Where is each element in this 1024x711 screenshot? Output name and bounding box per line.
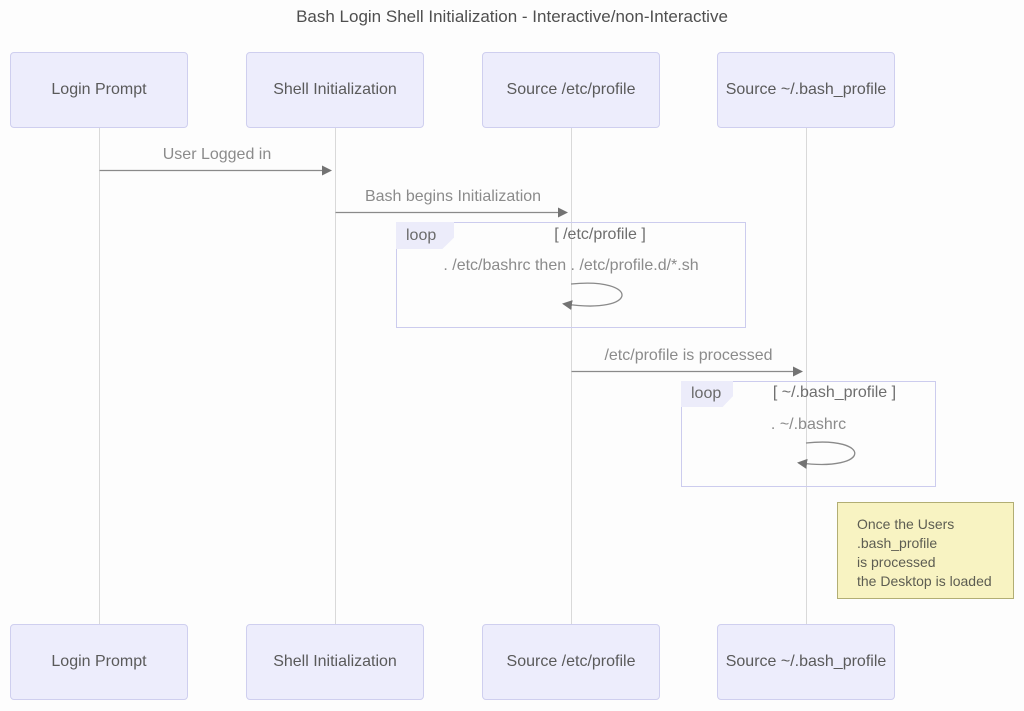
actor-bottom-shell-initialization: Shell Initialization [246, 624, 424, 700]
actor-top-source-etc-profile: Source /etc/profile [482, 52, 660, 128]
message-label-etc-profile-processed: /etc/profile is processed [604, 347, 773, 364]
diagram-title: Bash Login Shell Initialization - Intera… [296, 7, 728, 26]
actor-bottom-source-etc-profile: Source /etc/profile [482, 624, 660, 700]
note-line-4: the Desktop is loaded [857, 573, 992, 589]
message-label-bash-begins-init: Bash begins Initialization [364, 188, 542, 205]
loop-condition-bash-profile: [ ~/.bash_profile ] [772, 384, 897, 401]
loop-message-etc-bashrc: . /etc/bashrc then . /etc/profile.d/*.sh [443, 257, 699, 274]
note-desktop-loaded: Once the Users .bash_profile is processe… [837, 502, 1014, 599]
loop-box-bash-profile [681, 381, 936, 487]
actor-top-login-prompt: Login Prompt [10, 52, 188, 128]
loop-tab-etc-profile: loop [396, 222, 454, 249]
loop-tab-bash-profile: loop [681, 381, 733, 407]
actor-bottom-login-prompt: Login Prompt [10, 624, 188, 700]
actor-top-source-bash-profile: Source ~/.bash_profile [717, 52, 895, 128]
note-line-1: Once the Users [857, 516, 955, 532]
self-loop-arrow-etc-profile [562, 282, 623, 310]
actor-bottom-source-bash-profile: Source ~/.bash_profile [717, 624, 895, 700]
loop-message-bashrc: . ~/.bashrc [770, 416, 847, 433]
loop-condition-etc-profile: [ /etc/profile ] [554, 226, 646, 243]
actor-top-shell-initialization: Shell Initialization [246, 52, 424, 128]
message-label-user-logged-in: User Logged in [162, 146, 272, 163]
note-line-3: is processed [857, 554, 936, 570]
self-loop-arrow-bashrc [797, 441, 856, 469]
note-line-2: .bash_profile [857, 535, 938, 551]
loop-box-etc-profile [396, 222, 746, 328]
